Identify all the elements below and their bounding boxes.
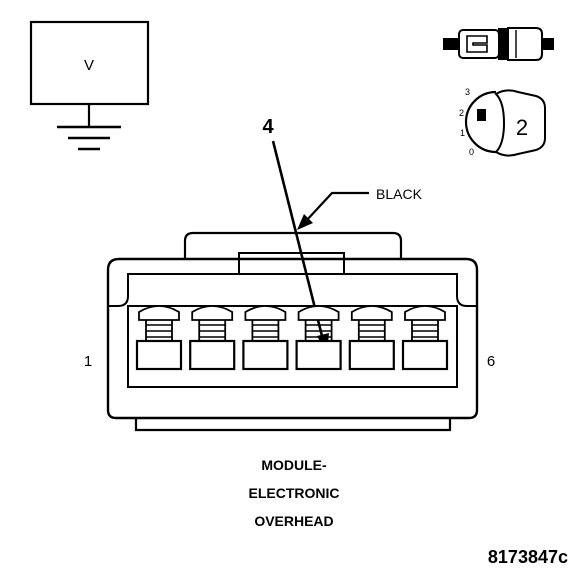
figure-id: 8173847c	[488, 547, 568, 567]
caption-line-1: MODULE-	[261, 457, 327, 473]
voltmeter-symbol: V	[29, 20, 150, 151]
position-number-3: 3	[465, 87, 470, 97]
position-number-1: 1	[460, 128, 465, 138]
color-callout-leader	[305, 191, 369, 222]
voltmeter-label: V	[84, 57, 94, 74]
color-callout-label: BLACK	[376, 186, 423, 202]
pin-callout-label: 4	[262, 116, 274, 138]
pin-label-first: 1	[84, 353, 92, 370]
caption-line-3: OVERHEAD	[254, 513, 333, 529]
connector-housing	[106, 231, 479, 432]
terminal-3	[242, 305, 289, 371]
pin-label-last: 6	[487, 353, 495, 370]
caption-line-2: ELECTRONIC	[249, 485, 340, 501]
terminal-6	[401, 305, 449, 371]
position-number-0: 0	[469, 147, 474, 157]
terminal-2	[189, 305, 236, 371]
ignition-switch-icon: 3 2 1 0 2	[459, 87, 546, 157]
connector-caption: MODULE- ELECTRONIC OVERHEAD	[249, 457, 340, 529]
connector-terminals	[135, 305, 449, 371]
key-position-number: 2	[516, 115, 528, 140]
color-callout-arrowhead	[297, 214, 313, 230]
connector-plug-icon	[443, 27, 554, 61]
position-number-2: 2	[459, 108, 464, 118]
terminal-5	[348, 305, 395, 371]
terminal-4	[295, 305, 342, 371]
terminal-1	[135, 305, 183, 371]
ground-icon	[57, 104, 121, 151]
